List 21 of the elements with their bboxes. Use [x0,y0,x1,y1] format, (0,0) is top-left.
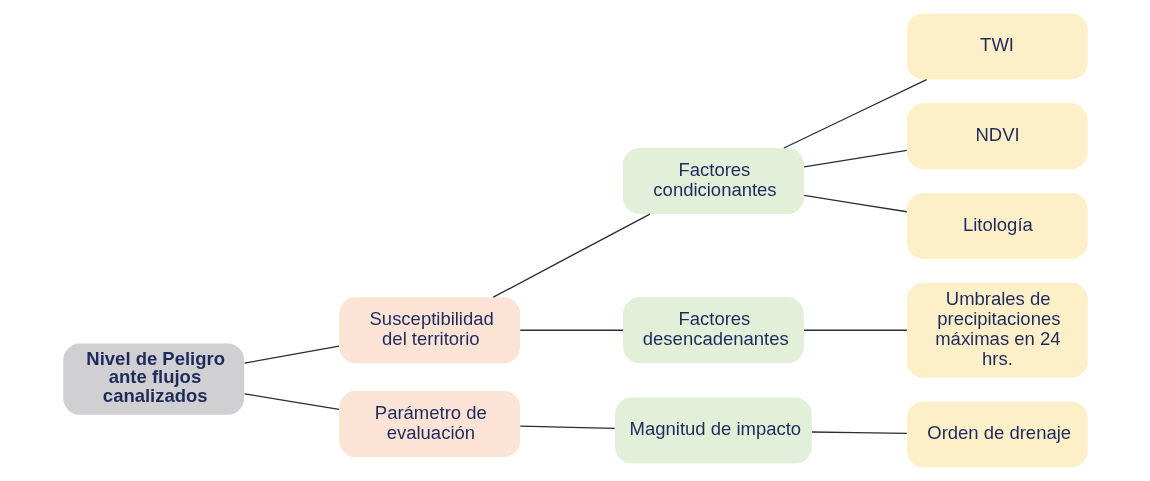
connector [519,425,615,429]
connector [243,393,340,410]
node-box: TWI [906,13,1088,80]
node-box: Litología [906,192,1088,259]
node-box: Factores desencadenantes [622,297,804,364]
connector [492,213,651,298]
node-box: Parámetro de evaluación [338,391,520,457]
connector [803,329,907,331]
connector [782,79,927,149]
node-box: NDVI [906,103,1088,170]
connector [803,149,907,168]
node-box: Susceptibilidad del territorio [338,297,520,364]
node-box: Magnitud de impacto [614,397,812,464]
node-box: Umbrales de precipitaciones máximas en 24 hrs. [906,282,1088,378]
connector [243,345,340,364]
node-box: Orden de drenaje [906,401,1088,468]
node-box: Factores condicionantes [622,148,804,215]
connector [803,194,907,213]
connector [519,329,624,331]
node-box: Nivel de Peligro ante flujos canalizados [62,343,244,415]
connector [810,431,907,434]
